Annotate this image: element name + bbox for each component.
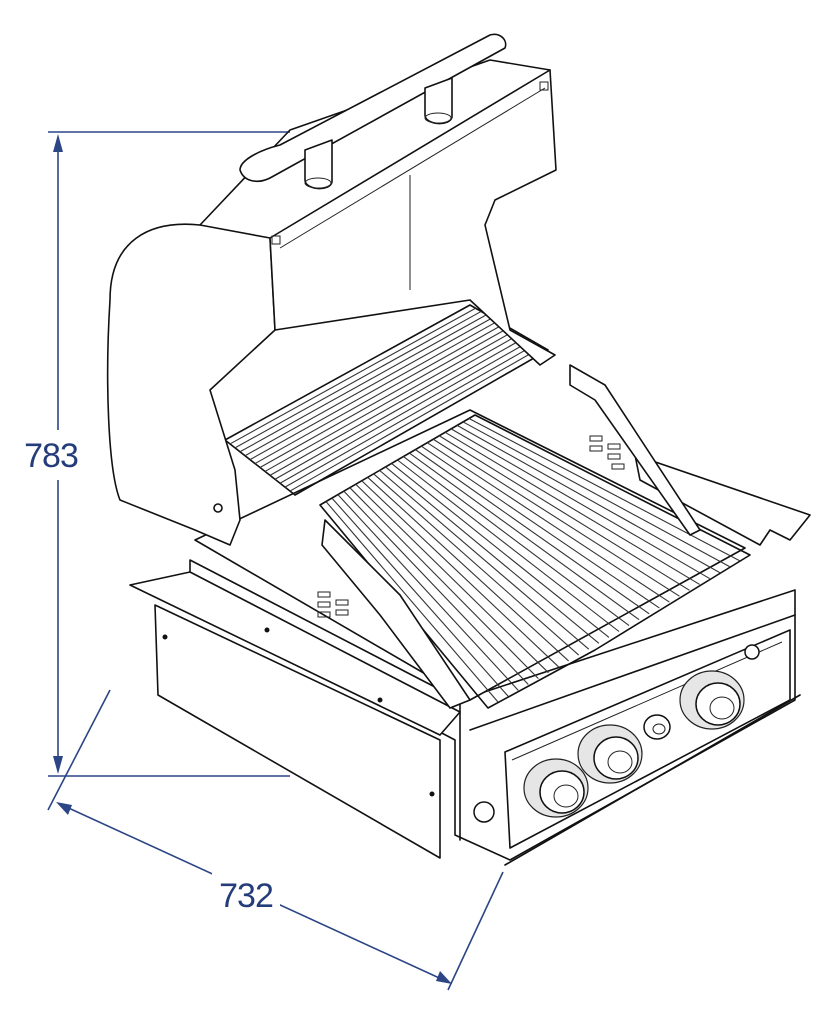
control-panel-inner-line [511, 641, 783, 761]
right-wall-vents [589, 435, 625, 470]
hood-handle[interactable] [239, 33, 507, 190]
control-knob-2[interactable] [577, 724, 643, 784]
main-grate-bar [349, 487, 539, 679]
width-label-bg [212, 872, 280, 918]
left-panel-screw-4 [429, 791, 435, 797]
main-grate-bar [403, 456, 630, 627]
width-dimension: 732 [47, 689, 504, 991]
warming-rack-bar [254, 323, 504, 465]
warming-rack-bar [279, 339, 532, 484]
hood-inner-top-edge [279, 87, 546, 249]
warming-rack [224, 304, 549, 496]
warming-rack-bar [269, 333, 521, 476]
warming-rack-bar [284, 343, 538, 488]
main-grate-bar [421, 445, 660, 609]
left-panel-screw-3 [377, 697, 383, 703]
width-arrow-left [56, 802, 72, 815]
main-grate-bar [367, 476, 569, 662]
main-grate-bar [325, 501, 499, 703]
height-label: 783 [24, 437, 78, 475]
main-grate-bar [361, 480, 559, 668]
height-label-bg [20, 430, 82, 480]
left-panel-screw-1 [162, 634, 168, 640]
hood-corner-clip-right [539, 81, 549, 91]
warming-rack-bar [274, 336, 526, 480]
left-wall-vents [317, 591, 349, 618]
side-burner-port [473, 801, 495, 823]
main-grate-bar [432, 438, 680, 597]
main-grate-bar [397, 459, 620, 632]
main-grate-bar [468, 417, 741, 562]
thermometer-light [744, 644, 760, 660]
main-cooking-grate [319, 414, 751, 709]
left-panel-screw-2 [264, 627, 270, 633]
main-grate-bar [337, 494, 519, 691]
hood-hinge-screw [213, 503, 223, 513]
igniter-button[interactable] [643, 714, 671, 740]
main-grate-bar [355, 483, 549, 674]
control-knob-3[interactable] [679, 670, 745, 730]
main-grate-bar [427, 442, 670, 603]
height-dimension: 783 [20, 131, 290, 777]
main-grate-bar [415, 449, 650, 615]
warming-rack-bar [259, 327, 510, 468]
left-shelf-top [129, 571, 461, 736]
warming-rack-bar [229, 307, 476, 445]
main-grate-bar [373, 473, 580, 656]
height-arrow-bottom [53, 756, 63, 774]
width-extension-left [47, 689, 111, 811]
hood-left-side [106, 223, 276, 546]
width-extension-right [447, 871, 504, 991]
main-grate-bar [444, 431, 700, 585]
width-label: 732 [219, 877, 273, 915]
warming-rack-bar [239, 314, 487, 453]
hood-corner-clip-left [271, 235, 281, 245]
main-grate-bar [450, 428, 710, 580]
base-bottom-edge [504, 694, 801, 866]
warming-rack-bar [234, 310, 482, 449]
left-grate-bracket [321, 519, 471, 709]
control-knob-1[interactable] [523, 758, 589, 818]
main-grate-bar [391, 463, 610, 638]
main-grate-bar [385, 466, 600, 644]
height-arrow-top [53, 134, 63, 152]
left-side-panel [154, 604, 441, 859]
hood-back-panel [269, 69, 557, 366]
main-grate-bar [409, 452, 640, 621]
main-grate-bar [343, 490, 529, 685]
main-grate-bar [331, 497, 509, 697]
main-grate-bar [379, 469, 590, 650]
right-grate-bracket [569, 364, 701, 536]
base-top-edge [469, 614, 796, 731]
grill-drawing [106, 33, 811, 866]
warming-rack-bar [264, 330, 515, 472]
main-grate-bar [462, 421, 731, 568]
warming-rack-bar [249, 320, 499, 461]
warming-rack-bar [289, 346, 543, 492]
main-grate-bar [456, 424, 721, 574]
width-arrow-right [436, 971, 452, 984]
right-shelf-rim [634, 454, 811, 546]
main-grate-bar [438, 435, 690, 591]
warming-rack-bar [244, 317, 493, 457]
